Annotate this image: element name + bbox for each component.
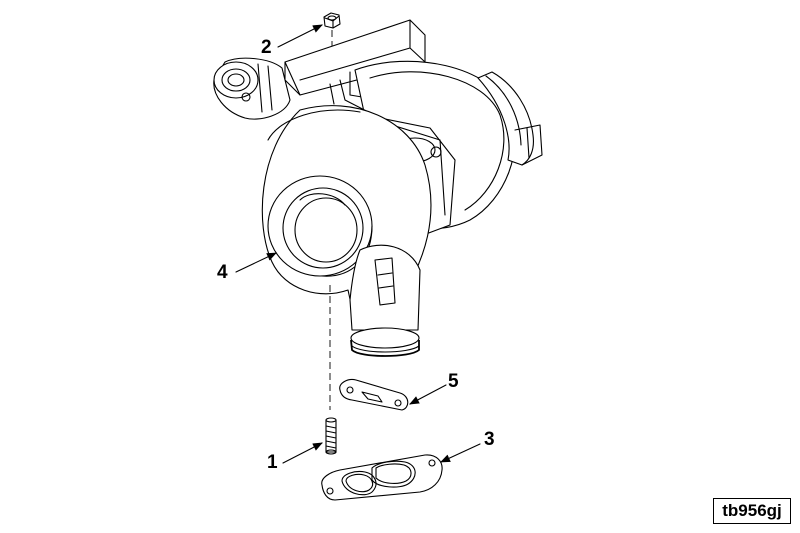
callout-number-3: 3 — [484, 429, 495, 450]
callout-number-5: 5 — [448, 371, 459, 392]
large-gasket-part — [321, 454, 443, 501]
turbine-housing — [261, 105, 432, 357]
leader-arrow-4 — [235, 252, 277, 273]
leader-arrow-1 — [282, 442, 323, 464]
mounting-bracket — [284, 19, 426, 101]
leader-arrow-3 — [440, 443, 481, 463]
leader-arrow-2 — [277, 24, 323, 48]
leader-arrow-5 — [409, 384, 447, 405]
nut-part — [323, 12, 341, 29]
stud-part — [325, 417, 337, 455]
callout-number-1: 1 — [267, 452, 278, 473]
callout-number-4: 4 — [217, 262, 228, 283]
figure-reference-code: tb956gj — [713, 498, 791, 524]
small-gasket-part — [339, 379, 409, 411]
wastegate-actuator — [213, 57, 291, 120]
callout-number-2: 2 — [261, 37, 272, 58]
